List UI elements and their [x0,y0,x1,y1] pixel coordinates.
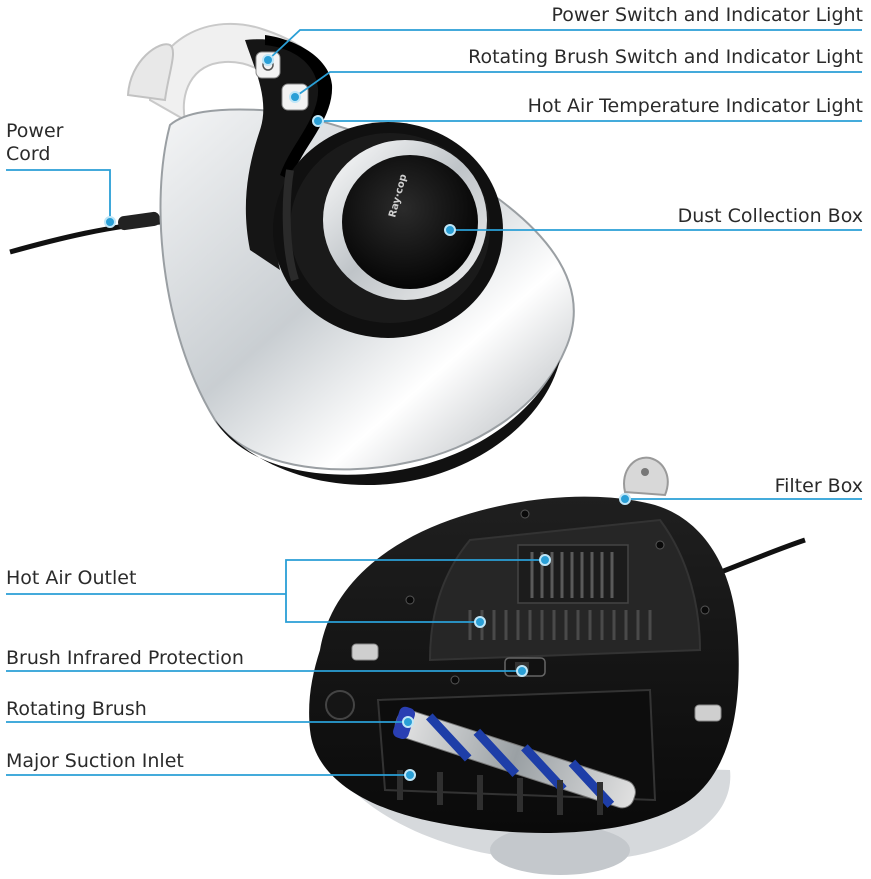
callout-dots [104,54,631,781]
rotating-brush [393,706,636,809]
label-dust-collection-box: Dust Collection Box [677,205,863,227]
hot-air-outlet-grille-top [517,544,629,604]
left-wheel [351,643,379,661]
right-wheel [694,704,722,722]
control-panel [245,39,331,270]
label-brush-infrared-protection: Brush Infrared Protection [6,647,244,669]
filter-box-tab [623,456,669,497]
label-filter-box: Filter Box [774,475,863,497]
callout-lines [6,29,862,776]
dust-collection-box [342,155,478,289]
cord-strain-relief [118,211,160,231]
label-power-cord: Power Cord [6,120,64,165]
vacuum-bottom-view [309,456,806,875]
label-power-switch: Power Switch and Indicator Light [551,4,863,26]
label-hot-air-outlet: Hot Air Outlet [6,567,137,589]
label-major-suction-inlet: Major Suction Inlet [6,750,184,772]
label-hot-air-temperature: Hot Air Temperature Indicator Light [527,95,863,117]
vacuum-front-view: Ray·cop [9,22,575,486]
label-rotating-brush: Rotating Brush [6,698,147,720]
label-rotating-brush-switch: Rotating Brush Switch and Indicator Ligh… [468,46,863,68]
